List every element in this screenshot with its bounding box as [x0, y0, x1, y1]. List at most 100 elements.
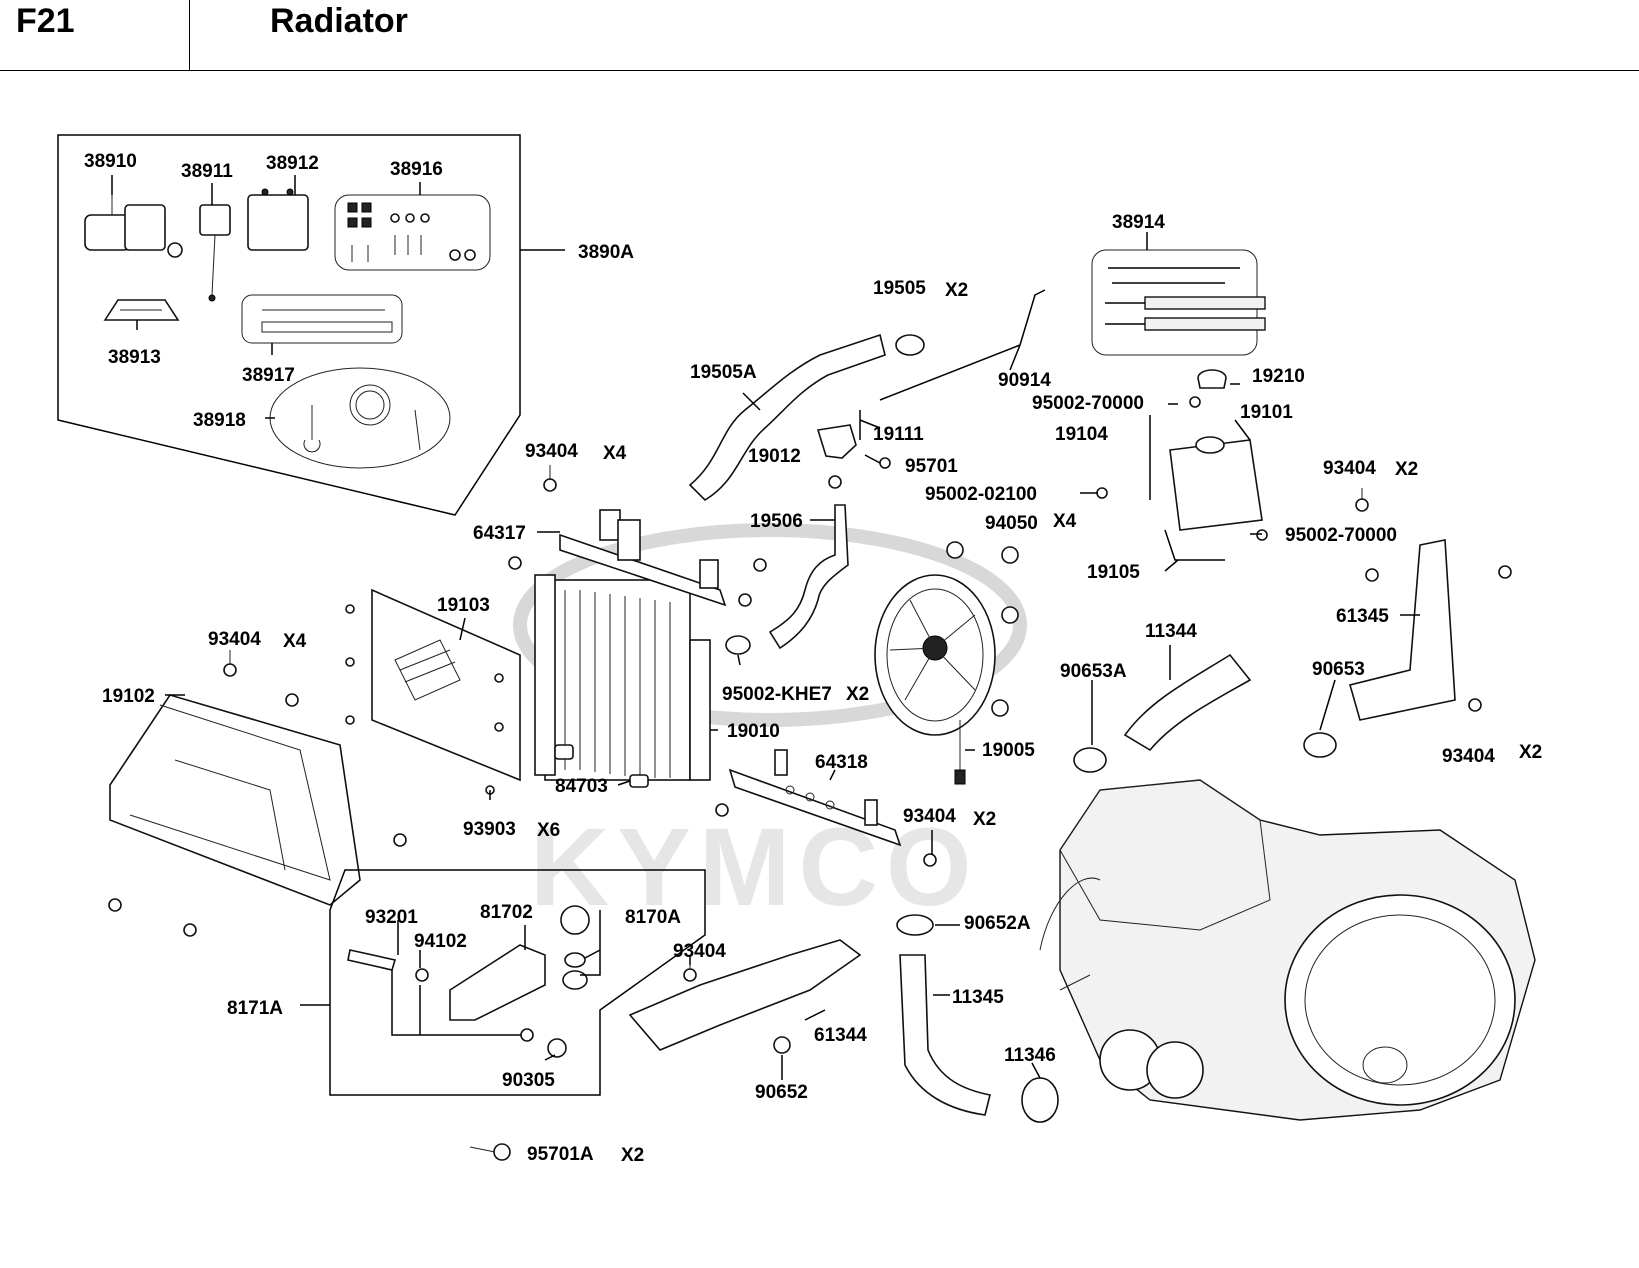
winch-kit-group	[57, 134, 565, 516]
label-19506: 19506	[750, 511, 803, 532]
label-81702: 81702	[480, 902, 533, 923]
label-38912: 38912	[266, 153, 319, 174]
label-19104: 19104	[1055, 424, 1108, 445]
qty-93404-x2-center: X2	[973, 809, 996, 830]
qty-19505: X2	[945, 280, 968, 301]
figure-code: F21	[16, 2, 75, 40]
label-19103: 19103	[437, 595, 490, 616]
label-19005: 19005	[982, 740, 1035, 761]
label-95002-70000-top: 95002-70000	[1032, 393, 1144, 414]
label-38917: 38917	[242, 365, 295, 386]
clamp-95002-khe7	[725, 635, 751, 655]
clamp-90653A	[1073, 747, 1107, 773]
reservoir-cap	[1197, 369, 1227, 389]
thermostat-housing	[816, 424, 857, 459]
label-90653A: 90653A	[1060, 661, 1127, 682]
hardware-set-part	[334, 194, 491, 271]
label-90652: 90652	[755, 1082, 808, 1103]
label-93404-x2-far-right: 93404	[1442, 746, 1495, 767]
radiator-screen	[371, 588, 521, 782]
label-19105: 19105	[1087, 562, 1140, 583]
upper-bracket	[559, 509, 727, 607]
qty-93404-x4-top: X4	[603, 443, 627, 464]
qty-93404-x2-right: X2	[1395, 459, 1418, 480]
label-38916: 38916	[390, 159, 443, 180]
battery-cable-set	[1091, 249, 1266, 356]
label-93404-x2-right: 93404	[1323, 458, 1376, 479]
label-93404-x4-left: 93404	[208, 629, 261, 650]
winch-contactor-part	[199, 204, 231, 302]
coolant-reservoir	[1149, 415, 1263, 561]
label-94050: 94050	[985, 513, 1038, 534]
upper-radiator-hose	[688, 333, 886, 502]
winch-part	[84, 185, 183, 258]
engine-hose-lower	[899, 954, 991, 1116]
page-title: Radiator	[270, 2, 408, 40]
clamp-90652A	[896, 914, 934, 936]
air-duct-right	[1349, 539, 1456, 721]
label-38914: 38914	[1112, 212, 1165, 233]
hitch-kit-group	[300, 869, 706, 1096]
label-11344: 11344	[1145, 621, 1197, 642]
label-11345: 11345	[952, 987, 1004, 1008]
label-8170A: 8170A	[625, 907, 681, 928]
label-95002-70000-right: 95002-70000	[1285, 525, 1397, 546]
label-19012: 19012	[748, 446, 801, 467]
lower-radiator-hose	[768, 504, 849, 650]
label-61344: 61344	[814, 1025, 867, 1046]
page-header: F21 Radiator	[0, 0, 1639, 71]
label-90652A: 90652A	[964, 913, 1031, 934]
label-19010: 19010	[727, 721, 780, 742]
hose-ring	[1021, 1077, 1059, 1123]
label-90653: 90653	[1312, 659, 1365, 680]
label-19505: 19505	[873, 278, 926, 299]
lower-bracket	[728, 749, 902, 847]
winch-cable-part	[269, 367, 451, 469]
clamp-19505	[895, 334, 925, 356]
label-95002-KHE7: 95002-KHE7	[722, 684, 832, 705]
label-38913: 38913	[108, 347, 161, 368]
label-93404-bottom: 93404	[673, 941, 726, 962]
label-19111: 19111	[873, 424, 924, 445]
qty-93903: X6	[537, 820, 560, 841]
label-3890A: 3890A	[578, 242, 634, 263]
fairlead-part	[103, 299, 180, 321]
label-38910: 38910	[84, 151, 137, 172]
kymco-watermark: KYMCO	[513, 523, 1027, 929]
label-95002-02100: 95002-02100	[925, 484, 1037, 505]
label-93201: 93201	[365, 907, 418, 928]
remote-control-part	[241, 294, 403, 344]
label-61345: 61345	[1336, 606, 1389, 627]
engine-hose-upper	[1123, 653, 1252, 752]
label-94102: 94102	[414, 931, 467, 952]
label-19102: 19102	[102, 686, 155, 707]
label-19505A: 19505A	[690, 362, 757, 383]
leader-lines	[111, 175, 1420, 1080]
label-38911: 38911	[181, 161, 233, 182]
qty-95701A: X2	[621, 1145, 644, 1166]
label-93404-x2-center: 93404	[903, 806, 956, 827]
label-93404-x4-top: 93404	[525, 441, 578, 462]
label-93903: 93903	[463, 819, 516, 840]
engine-assembly	[1039, 779, 1536, 1121]
watermark-text: KYMCO	[530, 806, 979, 929]
label-64318: 64318	[815, 752, 868, 773]
label-38918: 38918	[193, 410, 246, 431]
bolts-group	[108, 396, 1512, 1161]
label-64317: 64317	[473, 523, 526, 544]
air-duct-left	[628, 939, 862, 1051]
winch-relay-part	[247, 188, 309, 251]
label-90914: 90914	[998, 370, 1051, 391]
part-labels: 38910 38911 38912 38916 3890A 38913 3891…	[84, 151, 1542, 1166]
qty-95002-KHE7: X2	[846, 684, 869, 705]
breather-pipe	[879, 289, 1046, 401]
radiator-shroud	[109, 694, 361, 906]
label-95701: 95701	[905, 456, 958, 477]
qty-94050: X4	[1053, 511, 1077, 532]
label-19101: 19101	[1240, 402, 1293, 423]
clamp-90653	[1303, 732, 1337, 758]
label-90305: 90305	[502, 1070, 555, 1091]
cooling-fan	[874, 574, 996, 785]
header-divider	[189, 0, 190, 70]
